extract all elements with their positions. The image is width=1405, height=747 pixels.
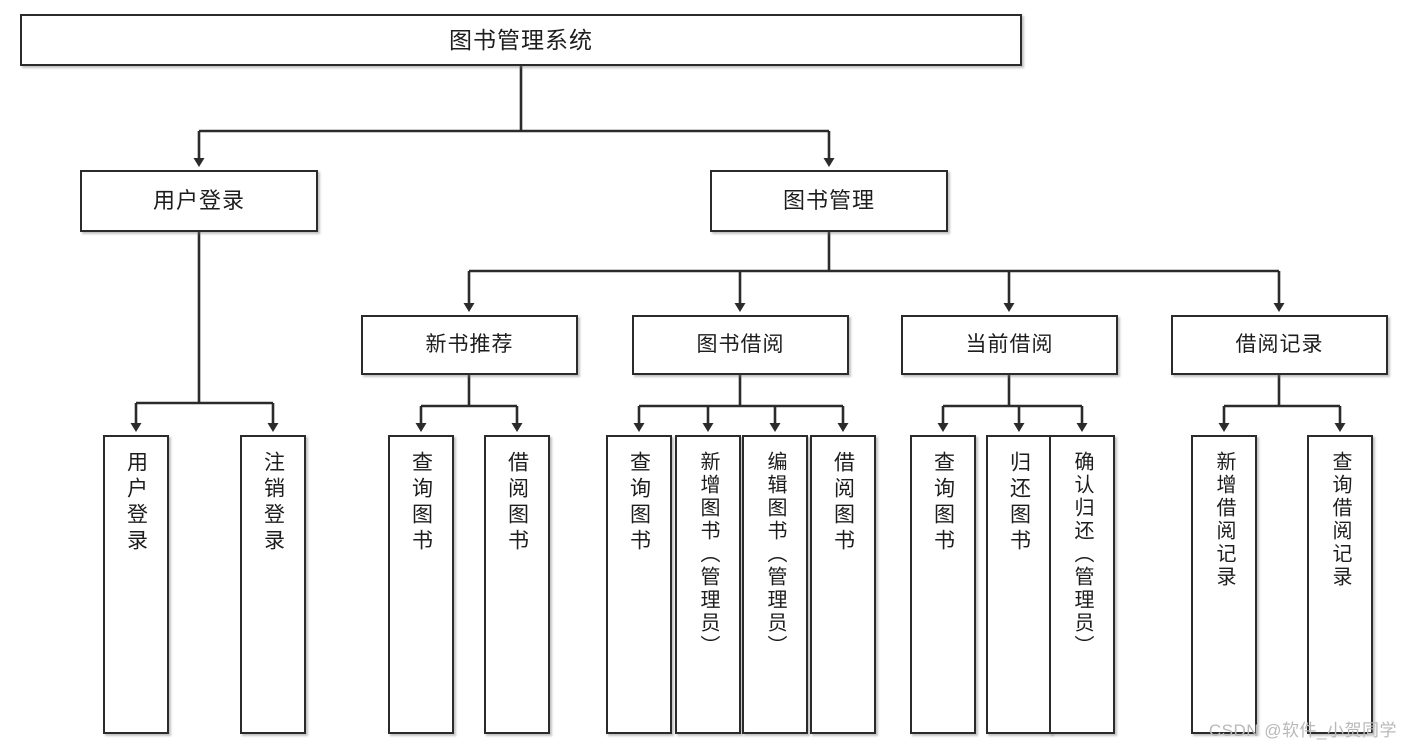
node-book-borrow-label: 图书借阅 xyxy=(696,332,785,356)
node-leaf-query-book[interactable]: 查询图书 xyxy=(606,435,672,734)
node-leaf-confirm-return[interactable]: 确认归还（管理员） xyxy=(1049,435,1115,734)
node-book-manage-label: 图书管理 xyxy=(782,188,875,214)
node-leaf-query-record[interactable]: 查询借阅记录 xyxy=(1307,435,1373,734)
node-leaf-edit-book[interactable]: 编辑图书（管理员） xyxy=(742,435,808,734)
node-user-login-label: 用户登录 xyxy=(152,188,245,214)
node-borrow-record-label: 借阅记录 xyxy=(1235,332,1324,356)
node-new-book-rec-label: 新书推荐 xyxy=(425,332,514,356)
node-leaf-query-record-label: 查询借阅记录 xyxy=(1329,451,1351,589)
node-leaf-confirm-return-label: 确认归还（管理员） xyxy=(1071,451,1093,658)
node-leaf-query-book-cur-label: 查询图书 xyxy=(931,451,955,555)
node-current-borrow-label: 当前借阅 xyxy=(965,332,1054,356)
node-leaf-return-book-label: 归还图书 xyxy=(1007,451,1031,555)
node-leaf-user-login-label: 用户登录 xyxy=(124,451,148,555)
node-book-borrow[interactable]: 图书借阅 xyxy=(632,315,849,375)
node-leaf-query-book-label: 查询图书 xyxy=(627,451,651,555)
node-root[interactable]: 图书管理系统 xyxy=(20,14,1022,66)
node-leaf-add-record-label: 新增借阅记录 xyxy=(1213,451,1235,589)
node-leaf-user-login[interactable]: 用户登录 xyxy=(103,435,169,734)
node-leaf-borrow-book-rec-label: 借阅图书 xyxy=(505,451,529,555)
node-leaf-add-book[interactable]: 新增图书（管理员） xyxy=(675,435,741,734)
node-leaf-borrow-book[interactable]: 借阅图书 xyxy=(810,435,876,734)
node-leaf-user-logout-label: 注销登录 xyxy=(261,451,285,555)
node-leaf-user-logout[interactable]: 注销登录 xyxy=(240,435,306,734)
node-leaf-add-record[interactable]: 新增借阅记录 xyxy=(1191,435,1257,734)
node-leaf-query-book-rec-label: 查询图书 xyxy=(409,451,433,555)
csdn-watermark: CSDN @软件_小贺同学 xyxy=(1208,721,1397,740)
node-leaf-add-book-label: 新增图书（管理员） xyxy=(697,451,719,658)
node-root-label: 图书管理系统 xyxy=(449,26,593,53)
node-new-book-rec[interactable]: 新书推荐 xyxy=(361,315,578,375)
node-leaf-query-book-rec[interactable]: 查询图书 xyxy=(388,435,454,734)
node-leaf-borrow-book-label: 借阅图书 xyxy=(831,451,855,555)
node-leaf-edit-book-label: 编辑图书（管理员） xyxy=(764,451,786,658)
node-borrow-record[interactable]: 借阅记录 xyxy=(1171,315,1388,375)
node-leaf-return-book[interactable]: 归还图书 xyxy=(986,435,1052,734)
node-leaf-borrow-book-rec[interactable]: 借阅图书 xyxy=(484,435,550,734)
node-book-manage[interactable]: 图书管理 xyxy=(710,170,948,232)
node-leaf-query-book-cur[interactable]: 查询图书 xyxy=(910,435,976,734)
node-current-borrow[interactable]: 当前借阅 xyxy=(901,315,1118,375)
node-user-login[interactable]: 用户登录 xyxy=(80,170,318,232)
